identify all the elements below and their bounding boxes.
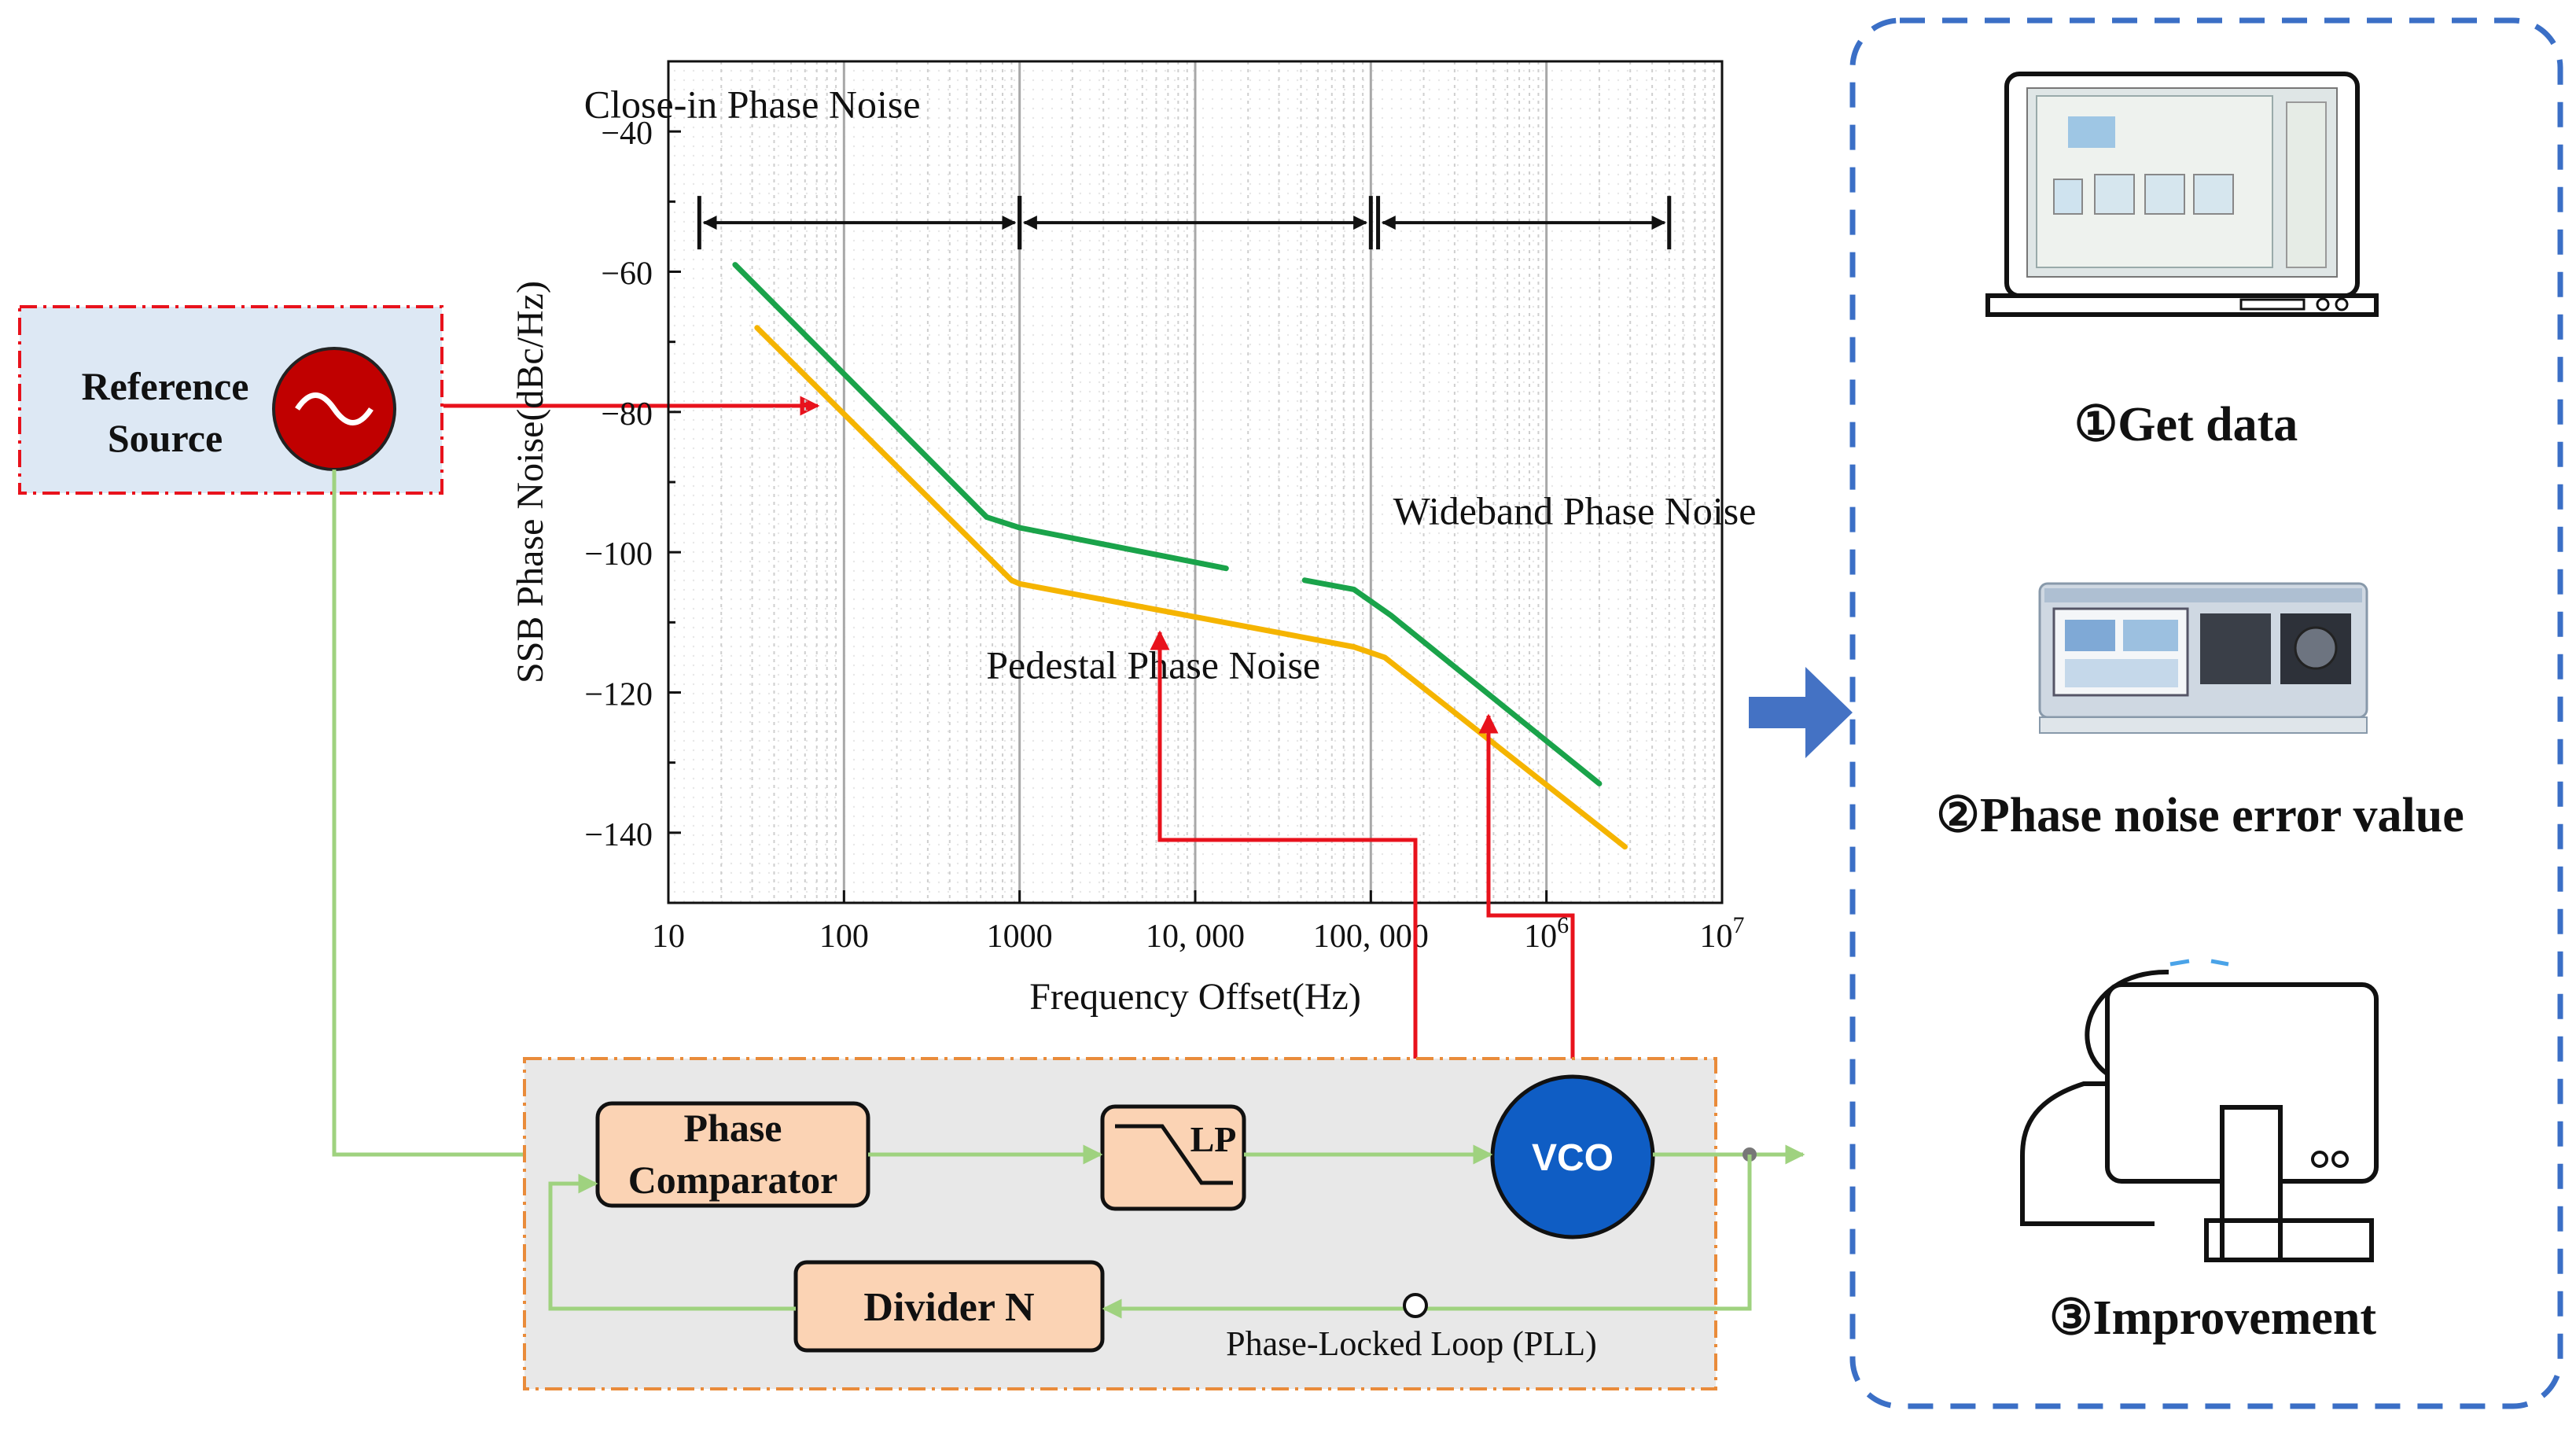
step-3-label: ③Improvement	[2049, 1291, 2376, 1345]
improvement-panel: ①Get data ②Phase noise error value ③Impr…	[1849, 17, 2563, 1409]
person-at-monitor-icon	[2020, 959, 2379, 1262]
reference-label-line1: Reference	[82, 364, 249, 408]
feedback-line	[1102, 1155, 1752, 1319]
series-line-1	[1301, 577, 1603, 786]
reference-signal-line	[332, 470, 594, 1165]
sine-wave-icon	[295, 392, 374, 425]
pll-caption: Phase-Locked Loop (PLL)	[1226, 1324, 1597, 1363]
y-axis-ticks: −40 −60 −80 −100 −120 −140	[584, 116, 681, 853]
step-2-label: ②Phase noise error value	[1936, 789, 2464, 842]
series-line-2	[754, 325, 1628, 850]
y-tick-label: −40	[601, 116, 653, 152]
x-tick-label: 100, 000	[1313, 919, 1429, 955]
x-tick-label: 106	[1524, 912, 1569, 955]
phase-comparator-label-1: Phase	[684, 1106, 782, 1150]
flow-arrow-icon	[1749, 667, 1853, 758]
reference-source-block: Reference Source	[18, 305, 443, 495]
x-tick-label: 100	[819, 919, 869, 955]
chart-grid	[720, 61, 1724, 903]
region-label: Close-in Phase Noise	[584, 82, 921, 126]
divider-label: Divider N	[863, 1285, 1034, 1330]
pll-block: Phase Comparator LP VCO Divider N Phase-…	[523, 1057, 1805, 1390]
vco-to-wideband-arrow	[1478, 713, 1575, 1088]
x-tick-label: 10, 000	[1146, 919, 1245, 955]
filter-response-icon	[1115, 1124, 1233, 1185]
y-axis-label: SSB Phase Noise(dBc/Hz)	[510, 281, 551, 683]
chart-series	[732, 262, 1628, 850]
x-tick-label: 10	[652, 919, 685, 955]
region-label: Wideband Phase Noise	[1393, 489, 1757, 533]
x-axis-label: Frequency Offset(Hz)	[1029, 976, 1361, 1018]
divider-to-comparator-line	[548, 1173, 796, 1311]
x-tick-label: 1000	[987, 919, 1053, 955]
feedback-tap-point	[1403, 1293, 1428, 1318]
y-tick-label: −120	[584, 677, 653, 713]
laptop-icon	[1985, 72, 2379, 317]
low-pass-label: LP	[1190, 1119, 1237, 1159]
reference-label-line2: Source	[108, 416, 223, 460]
panel-border	[1849, 17, 2563, 1409]
phase-comparator-label-2: Comparator	[628, 1158, 838, 1202]
pll-to-pedestal-arrow	[1150, 630, 1418, 1059]
step-1-label: ①Get data	[2074, 398, 2298, 451]
y-tick-label: −100	[584, 536, 653, 573]
y-tick-label: −60	[601, 256, 653, 293]
region-label: Pedestal Phase Noise	[986, 643, 1320, 687]
x-axis-ticks: 10 100 1000 10, 000 100, 000 106 107	[652, 890, 1745, 955]
y-tick-label: −140	[584, 817, 653, 853]
x-tick-label: 107	[1700, 912, 1745, 955]
signal-analyzer-icon	[2038, 582, 2368, 734]
y-tick-label: −80	[601, 396, 653, 433]
series-line-1	[732, 262, 1229, 572]
vco-label: VCO	[1532, 1137, 1614, 1179]
